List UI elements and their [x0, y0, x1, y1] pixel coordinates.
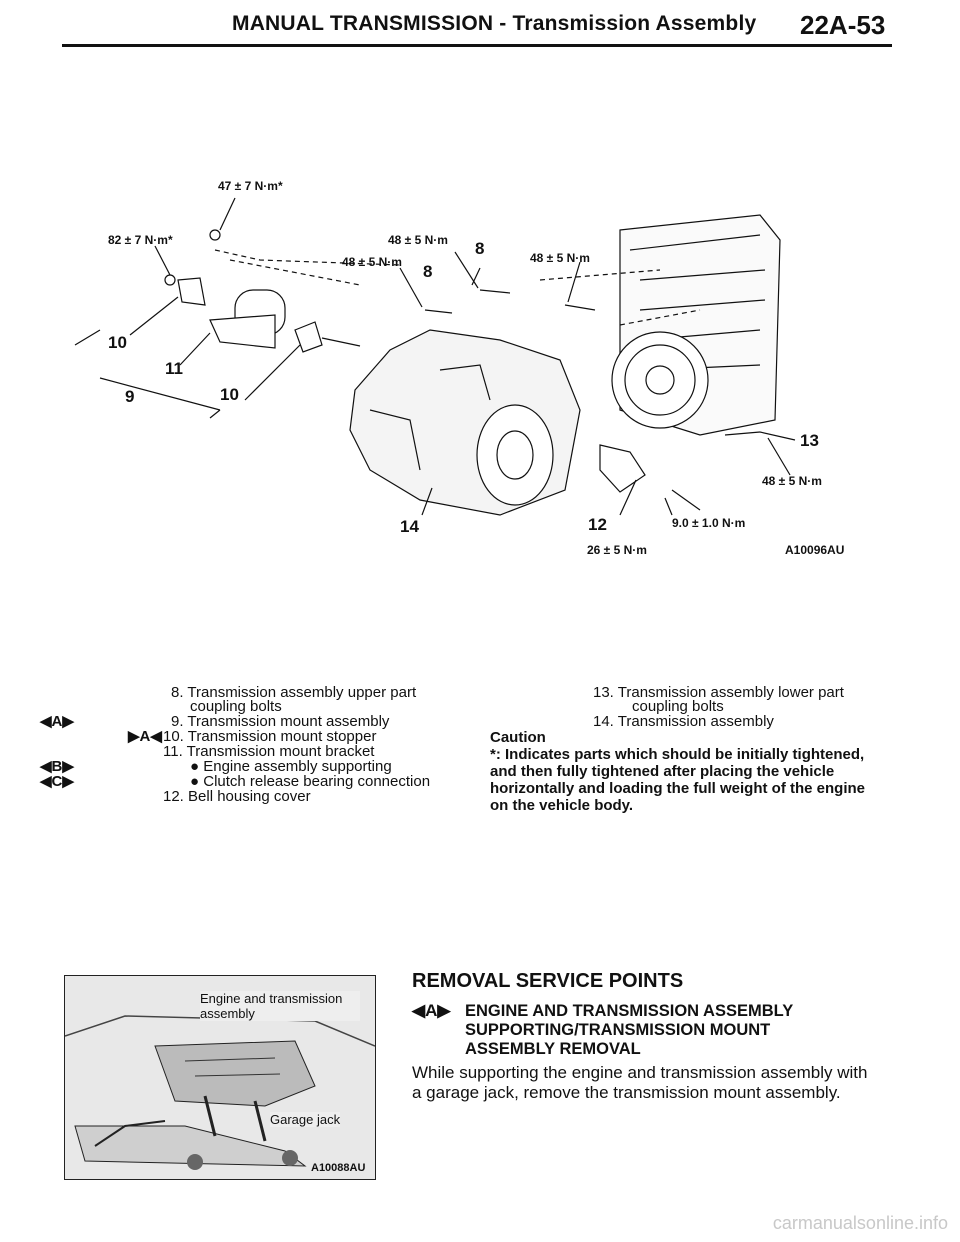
callout-number: 14 — [400, 517, 419, 536]
subsection-line: ASSEMBLY REMOVAL — [465, 1040, 641, 1058]
section-heading: REMOVAL SERVICE POINTS — [412, 970, 684, 992]
callout-number: 12 — [588, 515, 607, 534]
legend-item: 12. Bell housing cover — [163, 788, 311, 805]
callout-number: 10 — [220, 385, 239, 404]
legend-item: 13. Transmission assembly lower part — [593, 684, 844, 701]
garage-jack-photo: Engine and transmission assembly Garage … — [64, 975, 376, 1180]
torque-label: 47 ± 7 N·m* — [218, 179, 283, 193]
transmission-exploded-diagram: 47 ± 7 N·m* 82 ± 7 N·m* 48 ± 5 N·m 48 ± … — [74, 179, 844, 557]
callout-number: 9 — [125, 387, 134, 406]
page-title: MANUAL TRANSMISSION - Transmission Assem… — [232, 12, 757, 35]
torque-label: 82 ± 7 N·m* — [108, 233, 173, 247]
service-mark: ◀B▶ — [40, 758, 74, 775]
legend-item: 8. Transmission assembly upper part — [171, 684, 417, 701]
subsection-line: SUPPORTING/TRANSMISSION MOUNT — [465, 1021, 771, 1039]
figure-code: A10096AU — [785, 543, 844, 557]
parts-legend-left: 8. Transmission assembly upper part coup… — [30, 685, 450, 815]
procedure-line: a garage jack, remove the transmission m… — [412, 1083, 841, 1102]
callout-number: 8 — [475, 239, 484, 258]
torque-label: 26 ± 5 N·m — [587, 543, 647, 557]
subsection-heading: ENGINE AND TRANSMISSION ASSEMBLY SUPPORT… — [465, 1002, 895, 1059]
legend-item: 9. Transmission mount assembly — [171, 713, 390, 730]
procedure-line: While supporting the engine and transmis… — [412, 1063, 868, 1082]
subsection-line: ENGINE AND TRANSMISSION ASSEMBLY — [465, 1002, 794, 1020]
photo-label-jack: Garage jack — [270, 1112, 341, 1127]
caution-line: and then fully tightened after placing t… — [490, 763, 835, 780]
torque-label: 48 ± 5 N·m — [342, 255, 402, 269]
callout-number: 10 — [108, 333, 127, 352]
header-divider — [62, 44, 892, 47]
caution-line: *: Indicates parts which should be initi… — [490, 746, 865, 763]
watermark: carmanualsonline.info — [772, 1213, 948, 1233]
service-mark: ▶A◀ — [128, 728, 162, 745]
caution-block: Caution *: Indicates parts which should … — [490, 729, 890, 814]
procedure-text: While supporting the engine and transmis… — [412, 1063, 902, 1103]
callout-number: 11 — [165, 359, 183, 378]
legend-item: coupling bolts — [190, 698, 282, 715]
legend-item: ● Clutch release bearing connection — [190, 773, 431, 790]
caution-heading: Caution — [490, 729, 546, 746]
parts-legend-right: 13. Transmission assembly lower part cou… — [490, 685, 890, 735]
caution-line: on the vehicle body. — [490, 797, 634, 814]
callout-number: 8 — [423, 262, 432, 281]
torque-label: 48 ± 5 N·m — [762, 474, 822, 488]
service-mark: ◀A▶ — [412, 1001, 451, 1020]
legend-item: 11. Transmission mount bracket — [163, 743, 375, 760]
torque-label: 9.0 ± 1.0 N·m — [672, 516, 745, 530]
service-mark: ◀C▶ — [40, 773, 74, 790]
photo-label-engine: Engine and transmission assembly — [200, 991, 360, 1021]
legend-item: coupling bolts — [632, 698, 724, 715]
legend-item: 14. Transmission assembly — [593, 713, 774, 730]
torque-label: 48 ± 5 N·m — [530, 251, 590, 265]
caution-line: horizontally and loading the full weight… — [490, 780, 865, 797]
photo-code: A10088AU — [311, 1162, 366, 1174]
torque-label: 48 ± 5 N·m — [388, 233, 448, 247]
page-number: 22A-53 — [800, 10, 886, 40]
callout-number: 13 — [800, 431, 819, 450]
legend-item: 10. Transmission mount stopper — [163, 728, 377, 745]
legend-item: ● Engine assembly supporting — [190, 758, 392, 775]
service-mark: ◀A▶ — [40, 713, 74, 730]
